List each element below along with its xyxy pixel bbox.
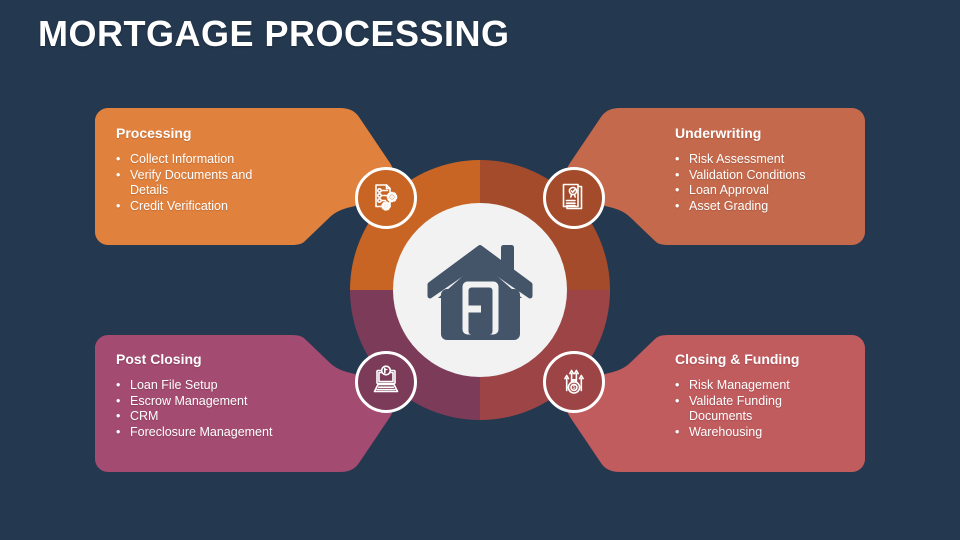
bullet-marker: •	[116, 152, 121, 166]
bullet-text: Risk Management	[689, 378, 790, 392]
bullet-text: Foreclosure Management	[130, 424, 273, 439]
section-processing: Processing • Collect Information • Verify D…	[116, 123, 316, 214]
bullet-text: Validation Conditions	[689, 167, 806, 182]
bullet-item: • CRM	[116, 409, 331, 425]
bullet-list: • Risk Management • Validate Funding Docume…	[675, 378, 870, 440]
bullet-marker: •	[116, 378, 121, 392]
checklist-gear-icon	[375, 184, 398, 211]
section-closing-funding: Closing & Funding • Risk Management • Valid…	[675, 349, 870, 440]
bullet-marker: •	[116, 198, 121, 213]
bullet-item: • Warehousing	[675, 425, 870, 441]
bullet-text: Credit Verification	[130, 198, 228, 213]
section-heading: Closing & Funding	[675, 351, 800, 367]
bullet-text: Loan Approval	[689, 183, 769, 197]
bullet-text: CRM	[130, 409, 159, 423]
icon-badges: $	[355, 167, 605, 413]
house-gable	[438, 261, 522, 298]
laptop-icon	[373, 365, 399, 393]
bullet-marker: •	[675, 378, 680, 392]
badge-circle	[355, 167, 417, 229]
bullet-marker: •	[675, 167, 680, 182]
bullet-item: • Risk Assessment	[675, 152, 880, 168]
bullet-marker: •	[675, 198, 680, 213]
bullet-item: • Loan File Setup	[116, 378, 331, 394]
bullet-item: • Foreclosure Management	[116, 425, 331, 441]
section-heading: Post Closing	[116, 351, 202, 367]
center-wheel	[350, 160, 610, 420]
bullet-text: Warehousing	[689, 424, 763, 439]
bullet-text: Collect Information	[130, 152, 235, 166]
bullet-text: Risk Assessment	[689, 152, 785, 166]
bullet-marker: •	[116, 424, 121, 439]
bullet-list: • Risk Assessment • Validation Conditions • L…	[675, 152, 880, 214]
dollar-glyph: $	[573, 385, 576, 391]
bullet-text: Escrow Management	[130, 393, 248, 408]
bullet-item: • Credit Verification	[116, 199, 316, 215]
underwriting-badge	[543, 167, 605, 229]
house-roof	[427, 245, 533, 299]
bullet-item: • Loan Approval	[675, 183, 880, 199]
bullet-marker: •	[675, 424, 680, 439]
bullet-marker: •	[675, 393, 680, 408]
section-underwriting: Underwriting • Risk Assessment • Validation…	[675, 123, 880, 214]
closing-funding-badge: $	[543, 351, 605, 413]
bullet-marker: •	[675, 152, 680, 166]
bullet-list: • Collect Information • Verify Documents an…	[116, 152, 316, 214]
section-heading: Processing	[116, 125, 192, 141]
bullet-marker: •	[675, 183, 680, 197]
bullet-item: • Escrow Management	[116, 394, 331, 410]
money-growth-icon: $	[564, 369, 584, 394]
section-heading: Underwriting	[675, 125, 762, 141]
slide-title: MORTGAGE PROCESSING	[38, 13, 510, 54]
bullet-text: Loan File Setup	[130, 378, 218, 392]
bullet-marker: •	[116, 409, 121, 423]
bullet-text: Verify Documents and Details	[130, 167, 253, 198]
bullet-item: • Verify Documents and Details	[116, 168, 316, 199]
bullet-item: • Asset Grading	[675, 199, 880, 215]
bullet-list: • Loan File Setup • Escrow Management • CRM • F…	[116, 378, 331, 440]
bullet-text: Validate Funding Documents	[689, 393, 782, 424]
bullet-item: • Risk Management	[675, 378, 870, 394]
bullet-marker: •	[116, 167, 121, 182]
processing-badge	[355, 167, 417, 229]
bullet-item: • Validation Conditions	[675, 168, 880, 184]
bullet-item: • Collect Information	[116, 152, 316, 168]
post-closing-badge	[355, 351, 417, 413]
bullet-item: • Validate Funding Documents	[675, 394, 870, 425]
house-door-handle	[468, 305, 481, 313]
bullet-marker: •	[116, 393, 121, 408]
certificate-icon	[562, 183, 583, 210]
section-post-closing: Post Closing • Loan File Setup • Escrow Man…	[116, 349, 331, 440]
bullet-text: Asset Grading	[689, 198, 769, 213]
house-icon	[427, 245, 533, 340]
